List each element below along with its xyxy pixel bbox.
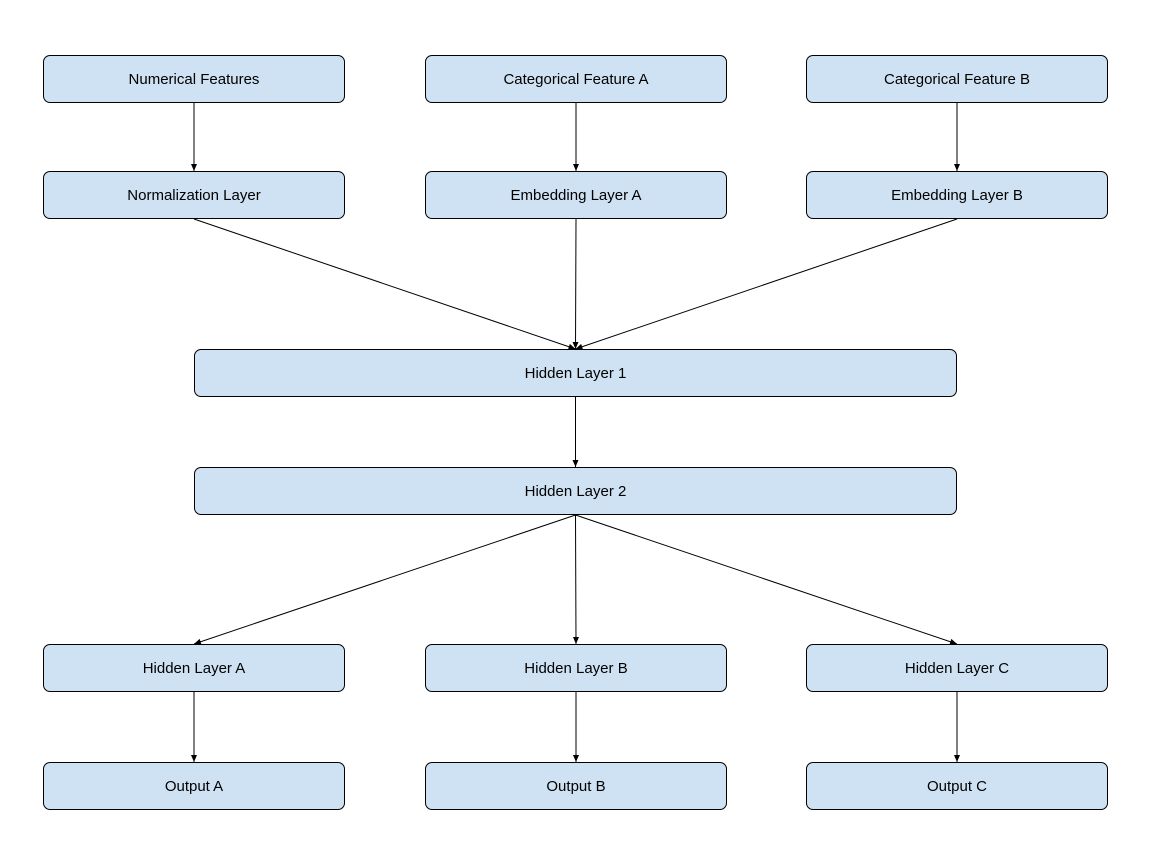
edge-hidden-layer-2-to-hidden-layer-a: [193, 514, 576, 645]
output-a-node: Output A: [43, 762, 345, 810]
hidden-layer-1-node: Hidden Layer 1: [194, 349, 957, 397]
hidden-layer-a-node: Hidden Layer A: [43, 644, 345, 692]
edge-embedding-layer-b-to-hidden-layer-1: [575, 218, 958, 350]
hidden-layer-2-node: Hidden Layer 2: [194, 467, 957, 515]
embedding-layer-b-node: Embedding Layer B: [806, 171, 1108, 219]
output-c-node: Output C: [806, 762, 1108, 810]
hidden-layer-b-node: Hidden Layer B: [425, 644, 727, 692]
edge-embedding-layer-a-to-hidden-layer-1: [572, 218, 579, 350]
edge-hidden-layer-2-to-hidden-layer-b: [572, 514, 579, 645]
output-b-node: Output B: [425, 762, 727, 810]
hidden-layer-c-node: Hidden Layer C: [806, 644, 1108, 692]
categorical-feature-a-node: Categorical Feature A: [425, 55, 727, 103]
numerical-features-node: Numerical Features: [43, 55, 345, 103]
edge-hidden-layer-2-to-hidden-layer-c: [575, 514, 958, 645]
edge-normalization-layer-to-hidden-layer-1: [193, 218, 576, 350]
embedding-layer-a-node: Embedding Layer A: [425, 171, 727, 219]
categorical-feature-b-node: Categorical Feature B: [806, 55, 1108, 103]
normalization-layer-node: Normalization Layer: [43, 171, 345, 219]
